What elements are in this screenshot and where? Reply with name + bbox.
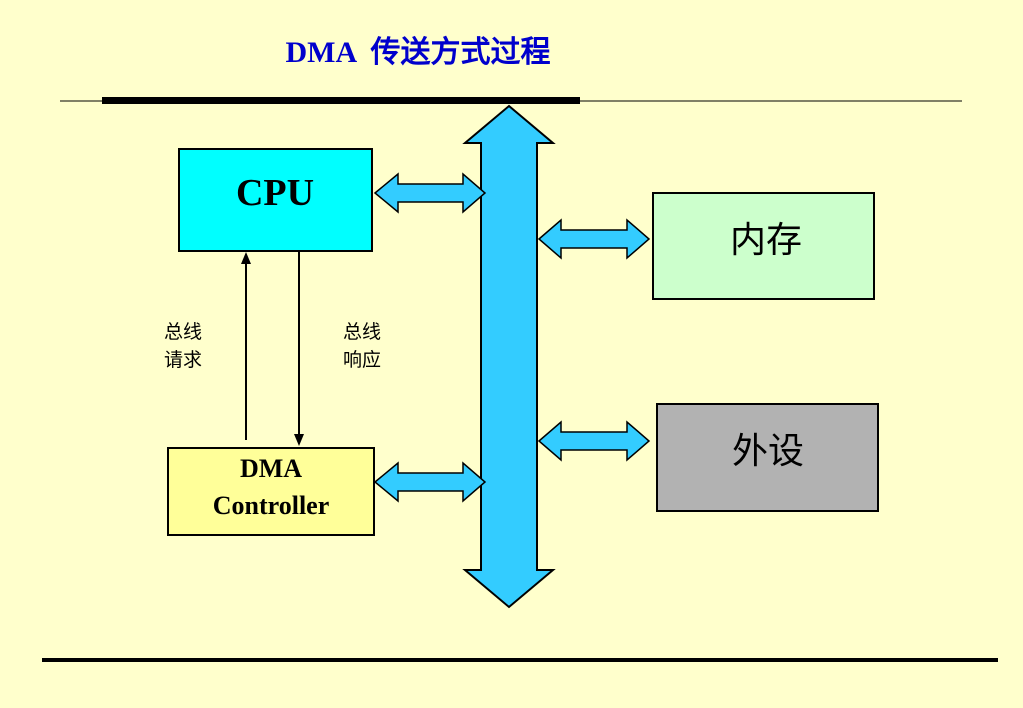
memory-label: 内存 <box>730 220 802 261</box>
top-thick-rule <box>102 97 580 104</box>
dma-controller-label-line1: DMA <box>240 454 302 483</box>
bus-request-label-line1: 总线 <box>164 321 202 343</box>
peripheral-box: 外设 <box>656 403 879 512</box>
page-title: DMA 传送方式过程 <box>286 35 551 69</box>
bus-request-label-line2: 请求 <box>164 349 202 371</box>
dma-controller-box: DMA Controller <box>167 447 375 536</box>
system-bus-arrow <box>462 104 556 609</box>
memory-box: 内存 <box>652 192 875 300</box>
peripheral-label: 外设 <box>732 431 804 472</box>
bottom-rule <box>42 658 998 662</box>
bus-response-label-line2: 响应 <box>343 349 381 371</box>
bus-response-arrowhead <box>294 434 304 446</box>
memory-bus-arrow <box>537 218 651 260</box>
bus-request-arrowhead <box>241 252 251 264</box>
dma-bus-arrow <box>373 461 487 503</box>
cpu-label: CPU <box>236 172 314 214</box>
dma-controller-label-line2: Controller <box>213 491 330 520</box>
peripheral-bus-arrow <box>537 420 651 462</box>
cpu-bus-arrow <box>373 172 487 214</box>
cpu-box: CPU <box>178 148 373 252</box>
bus-response-label-line1: 总线 <box>343 321 381 343</box>
